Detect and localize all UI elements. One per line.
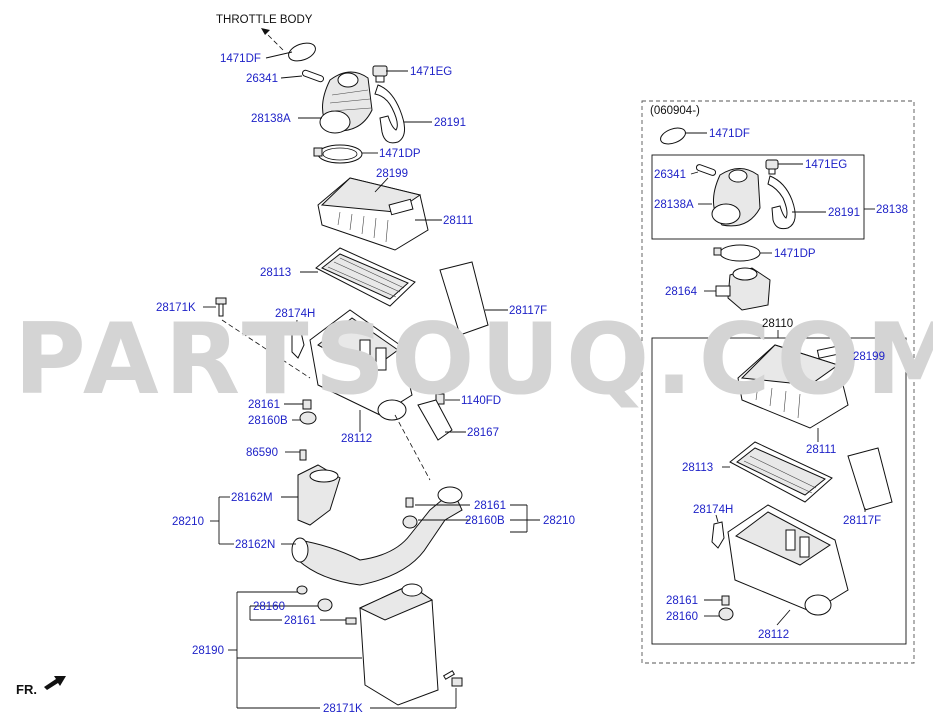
r-label-28174h[interactable]: 28174H bbox=[693, 504, 733, 516]
label-28160b-r[interactable]: 28160B bbox=[465, 515, 505, 527]
r-label-28138a[interactable]: 28138A bbox=[654, 199, 694, 211]
label-28210-r[interactable]: 28210 bbox=[543, 515, 575, 527]
label-26341[interactable]: 26341 bbox=[246, 73, 278, 85]
label-28162n[interactable]: 28162N bbox=[235, 539, 275, 551]
r-label-1471dp[interactable]: 1471DP bbox=[774, 248, 816, 260]
r-label-plate-28199 bbox=[816, 345, 842, 359]
bolt-1140fd bbox=[435, 393, 445, 405]
air-hose-28138a bbox=[319, 71, 373, 134]
label-28160b-a[interactable]: 28160B bbox=[248, 415, 288, 427]
label-1140fd[interactable]: 1140FD bbox=[461, 395, 501, 407]
throttle-body-label: THROTTLE BODY bbox=[216, 14, 313, 26]
front-marker: FR. bbox=[16, 682, 37, 697]
label-28161-r[interactable]: 28161 bbox=[474, 500, 506, 512]
r-label-1471df[interactable]: 1471DF bbox=[709, 128, 750, 140]
label-28171k-bot[interactable]: 28171K bbox=[323, 703, 363, 715]
r-label-1471eg[interactable]: 1471EG bbox=[805, 159, 847, 171]
right-leader-lines bbox=[685, 132, 875, 626]
bracket-28174h bbox=[291, 327, 305, 359]
label-28162m[interactable]: 28162M bbox=[231, 492, 273, 504]
label-28171k-top[interactable]: 28171K bbox=[156, 302, 196, 314]
r-label-28191[interactable]: 28191 bbox=[828, 207, 860, 219]
r-label-28112[interactable]: 28112 bbox=[758, 629, 789, 641]
bolt-28161-b bbox=[345, 617, 357, 625]
r-label-28164[interactable]: 28164 bbox=[665, 286, 698, 298]
resonator-28162m bbox=[297, 464, 341, 526]
label-28199[interactable]: 28199 bbox=[376, 168, 408, 180]
breather-hose-28191 bbox=[374, 84, 405, 144]
label-28161-b[interactable]: 28161 bbox=[284, 615, 316, 627]
r-label-28161[interactable]: 28161 bbox=[666, 595, 698, 607]
bracket-28167 bbox=[417, 399, 453, 441]
bolt-28171k-bot bbox=[442, 670, 463, 687]
grommet-1471eg bbox=[372, 65, 388, 83]
watermark: PARTSOUQ.COM bbox=[14, 303, 933, 417]
clamp-1471dp bbox=[313, 144, 363, 164]
label-28191[interactable]: 28191 bbox=[434, 117, 466, 129]
label-28113[interactable]: 28113 bbox=[260, 267, 291, 279]
label-28138a[interactable]: 28138A bbox=[251, 113, 291, 125]
r-pin-26341 bbox=[695, 164, 717, 176]
label-28174h[interactable]: 28174H bbox=[275, 308, 315, 320]
label-28161-a[interactable]: 28161 bbox=[248, 399, 280, 411]
r-body-28112 bbox=[727, 504, 849, 616]
clip-86590 bbox=[299, 449, 307, 461]
r-bolt-28161 bbox=[721, 595, 730, 606]
cap-28160-b2 bbox=[317, 598, 333, 612]
label-28111[interactable]: 28111 bbox=[443, 215, 473, 227]
r-airflow-sensor-28164 bbox=[715, 267, 771, 311]
cap-28160-b bbox=[296, 585, 308, 595]
r-clamp-1471dp bbox=[713, 244, 761, 262]
r-label-28117f[interactable]: 28117F bbox=[843, 515, 881, 527]
r-cover-28111 bbox=[737, 344, 849, 429]
left-leader-lines bbox=[203, 51, 540, 709]
body-28112 bbox=[309, 309, 413, 421]
throttle-body-arrow bbox=[261, 28, 284, 51]
subgroup-box-28110 bbox=[651, 337, 907, 645]
arrow-icon bbox=[44, 676, 66, 690]
bolt-28161-r bbox=[405, 497, 414, 508]
seal-28117f bbox=[439, 261, 489, 336]
r-cap-28160 bbox=[718, 607, 734, 621]
bolt-28161-a bbox=[302, 399, 312, 410]
subgroup-box-28138 bbox=[651, 154, 865, 240]
cap-28160b-r bbox=[402, 515, 418, 529]
resonator-28190 bbox=[358, 583, 439, 706]
label-28160-b[interactable]: 28160 bbox=[253, 601, 285, 613]
r-grommet-1471eg bbox=[765, 159, 779, 175]
r-seal-28117f bbox=[847, 447, 893, 511]
label-1471dp[interactable]: 1471DP bbox=[379, 148, 421, 160]
r-label-28160[interactable]: 28160 bbox=[666, 611, 698, 623]
label-28117f[interactable]: 28117F bbox=[509, 305, 547, 317]
label-86590[interactable]: 86590 bbox=[246, 447, 278, 459]
label-28210-l[interactable]: 28210 bbox=[172, 516, 204, 528]
pin-26341 bbox=[301, 69, 325, 83]
r-label-28111[interactable]: 28111 bbox=[806, 444, 836, 456]
label-28112[interactable]: 28112 bbox=[341, 433, 372, 445]
variant-code: (060904-) bbox=[650, 105, 700, 117]
r-label-28113[interactable]: 28113 bbox=[682, 462, 713, 474]
clamp-1471df bbox=[288, 42, 316, 62]
r-air-hose-28138a bbox=[711, 168, 761, 227]
label-28190[interactable]: 28190 bbox=[192, 645, 224, 657]
r-filter-28113 bbox=[729, 441, 833, 503]
label-1471df[interactable]: 1471DF bbox=[220, 53, 261, 65]
bolt-28171k-top bbox=[215, 297, 227, 317]
r-clamp-1471df bbox=[660, 127, 686, 145]
r-label-28138[interactable]: 28138 bbox=[876, 204, 908, 216]
label-1471eg[interactable]: 1471EG bbox=[410, 66, 452, 78]
variant-box bbox=[641, 100, 915, 664]
cap-28160b-a bbox=[299, 411, 317, 425]
filter-28113 bbox=[315, 247, 416, 307]
r-bracket-28174h bbox=[711, 521, 725, 549]
r-label-26341[interactable]: 26341 bbox=[654, 169, 686, 181]
r-label-28199[interactable]: 28199 bbox=[853, 351, 885, 363]
r-breather-hose-28191 bbox=[767, 175, 796, 230]
r-label-28110[interactable]: 28110 bbox=[762, 318, 793, 330]
label-28167[interactable]: 28167 bbox=[467, 427, 499, 439]
cover-28111 bbox=[317, 177, 429, 251]
